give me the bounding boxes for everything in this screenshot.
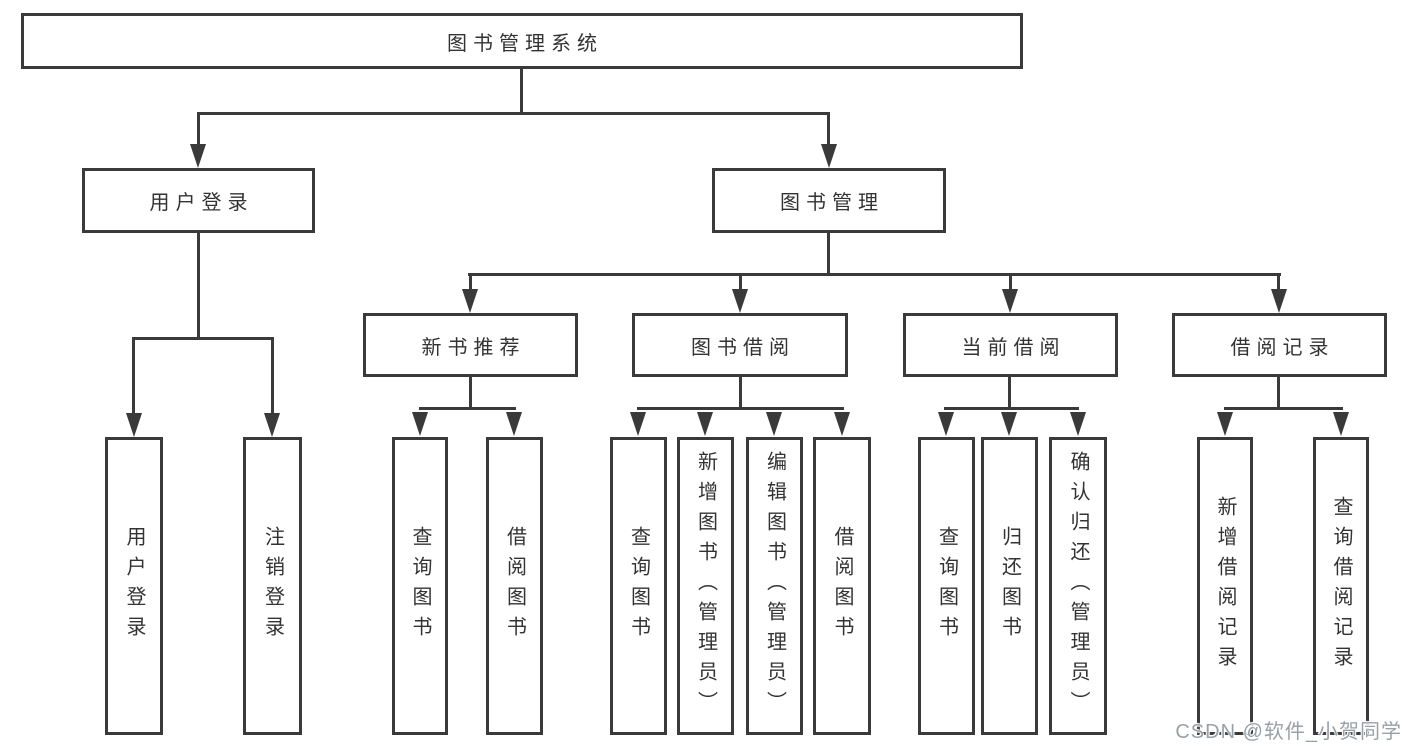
arrow-down-icon: [766, 412, 782, 436]
node-borrow-record: 借阅记录: [1172, 313, 1387, 377]
node-br-add-record-label: 新增借阅记录: [1214, 496, 1236, 676]
watermark: CSDN @软件_小贺同学: [1175, 721, 1402, 743]
connector-stem-user-login: [197, 112, 200, 146]
connector-stem-book-mgmt: [827, 112, 830, 146]
connector-level3-hline: [468, 273, 1281, 276]
node-book-borrow-label: 图书借阅: [691, 336, 795, 359]
node-cb-confirm-return-label: 确认归还（管理员）: [1067, 451, 1089, 721]
node-bb-add-book: 新增图书（管理员）: [677, 437, 734, 735]
node-root-label: 图书管理系统: [447, 32, 603, 55]
node-borrow-record-label: 借阅记录: [1230, 336, 1335, 359]
arrow-down-icon: [732, 289, 748, 313]
arrow-down-icon: [126, 413, 142, 437]
arrow-down-icon: [190, 144, 206, 168]
arrow-down-icon: [938, 412, 954, 436]
node-user-login: 用户登录: [82, 168, 315, 233]
node-cb-query-book: 查询图书: [918, 437, 975, 735]
node-new-book-rec-label: 新书推荐: [421, 336, 526, 359]
connector-stem-new-book-rec: [469, 273, 472, 293]
arrow-down-icon: [834, 412, 850, 436]
arrow-down-icon: [1333, 412, 1349, 436]
node-rec-query-book: 查询图书: [392, 437, 448, 735]
node-br-query-record: 查询借阅记录: [1313, 437, 1369, 735]
node-book-mgmt: 图书管理: [712, 168, 946, 233]
connector-stem-leaf-user-login: [132, 337, 135, 416]
node-rec-query-book-label: 查询图书: [409, 526, 431, 646]
connector-book-borrow-hline: [637, 407, 844, 410]
connector-new-book-rec-hline: [419, 407, 516, 410]
connector-book-mgmt-trunk: [827, 233, 830, 275]
node-bb-query-book: 查询图书: [610, 437, 667, 735]
node-current-borrow-label: 当前借阅: [961, 336, 1066, 359]
connector-stem-book-borrow: [739, 273, 742, 293]
node-cb-query-book-label: 查询图书: [935, 526, 958, 646]
arrow-down-icon: [821, 144, 837, 168]
connector-user-login-hline: [133, 337, 274, 340]
node-rec-borrow-book: 借阅图书: [486, 437, 543, 735]
arrow-down-icon: [697, 412, 713, 436]
connector-current-borrow-trunk: [1008, 377, 1011, 410]
arrow-down-icon: [1002, 289, 1018, 313]
arrow-down-icon: [462, 289, 478, 313]
node-br-query-record-label: 查询借阅记录: [1330, 496, 1352, 676]
node-bb-query-book-label: 查询图书: [627, 526, 650, 646]
arrow-down-icon: [412, 412, 428, 436]
arrow-down-icon: [1271, 289, 1287, 313]
connector-borrow-record-trunk: [1277, 377, 1280, 410]
node-br-add-record: 新增借阅记录: [1197, 437, 1253, 735]
node-book-mgmt-label: 图书管理: [780, 192, 884, 214]
connector-root-trunk: [520, 69, 523, 115]
node-current-borrow: 当前借阅: [903, 313, 1118, 377]
node-leaf-logout: 注销登录: [243, 437, 302, 735]
node-root: 图书管理系统: [21, 13, 1023, 69]
arrow-down-icon: [1070, 412, 1086, 436]
node-bb-borrow-book-label: 借阅图书: [831, 526, 853, 646]
node-bb-edit-book-label: 编辑图书（管理员）: [763, 451, 786, 721]
connector-stem-current-borrow: [1009, 273, 1012, 293]
node-cb-return-book-label: 归还图书: [998, 526, 1021, 646]
connector-new-book-rec-trunk: [469, 377, 472, 410]
connector-stem-borrow-record: [1277, 273, 1280, 293]
node-cb-confirm-return: 确认归还（管理员）: [1049, 437, 1107, 735]
connector-stem-leaf-logout: [271, 337, 274, 416]
arrow-down-icon: [506, 412, 522, 436]
arrow-down-icon: [630, 412, 646, 436]
node-bb-edit-book: 编辑图书（管理员）: [746, 437, 803, 735]
connector-book-borrow-trunk: [739, 377, 742, 410]
node-book-borrow: 图书借阅: [632, 313, 848, 377]
arrow-down-icon: [264, 413, 280, 437]
node-user-login-label: 用户登录: [149, 192, 254, 214]
connector-borrow-record-hline: [1224, 407, 1343, 410]
node-cb-return-book: 归还图书: [981, 437, 1038, 735]
node-leaf-logout-label: 注销登录: [261, 526, 284, 646]
node-new-book-rec: 新书推荐: [363, 313, 578, 377]
connector-level1-hline: [197, 112, 830, 115]
connector-user-login-trunk: [197, 233, 200, 338]
node-leaf-user-login-label: 用户登录: [123, 526, 145, 646]
node-bb-add-book-label: 新增图书（管理员）: [694, 451, 717, 721]
node-leaf-user-login: 用户登录: [105, 437, 163, 735]
arrow-down-icon: [1001, 412, 1017, 436]
node-bb-borrow-book: 借阅图书: [813, 437, 871, 735]
arrow-down-icon: [1217, 412, 1233, 436]
connector-current-borrow-hline: [944, 407, 1079, 410]
node-rec-borrow-book-label: 借阅图书: [503, 526, 526, 646]
